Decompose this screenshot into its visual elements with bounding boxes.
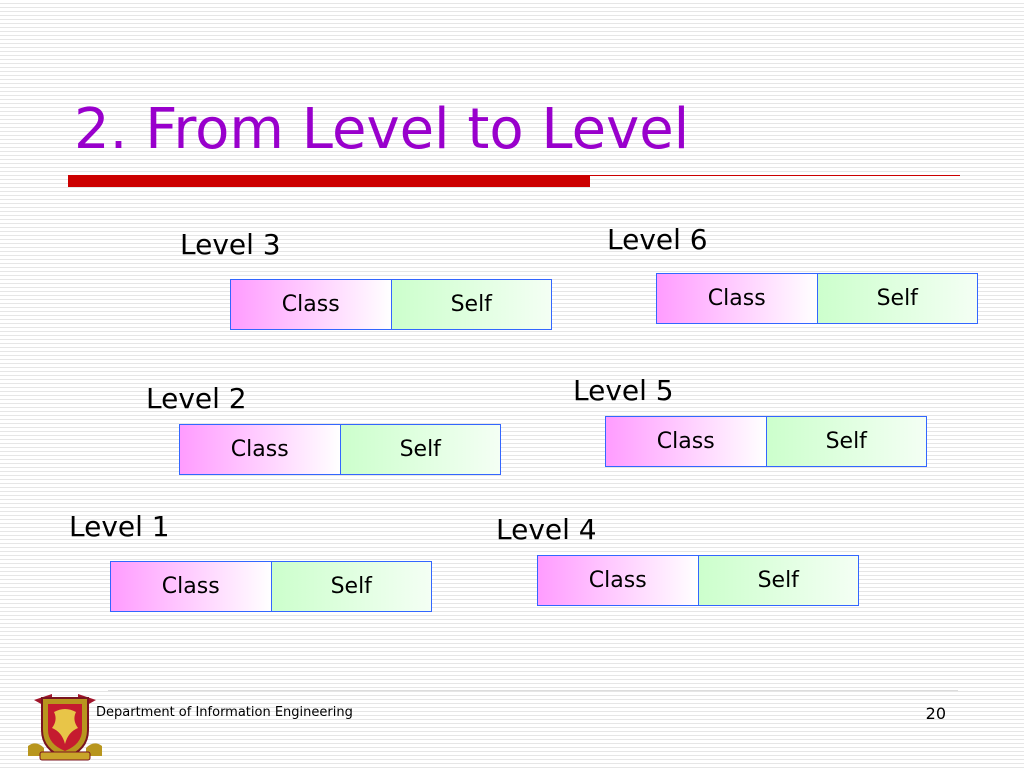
level-4-box: Class Self <box>537 555 859 606</box>
level-1-label: Level 1 <box>69 510 170 543</box>
level-1-class-cell: Class <box>111 562 272 611</box>
level-3-box: Class Self <box>230 279 552 330</box>
level-4-class-cell: Class <box>538 556 699 605</box>
page-number: 20 <box>925 704 946 723</box>
level-4-label: Level 4 <box>496 513 597 546</box>
level-6-box: Class Self <box>656 273 978 324</box>
level-2-self-cell: Self <box>340 425 500 474</box>
level-5-box: Class Self <box>605 416 927 467</box>
level-6-class-cell: Class <box>657 274 818 323</box>
title-underline-thin <box>590 175 960 176</box>
level-2-class-cell: Class <box>180 425 341 474</box>
title-underline-thick <box>68 175 590 187</box>
level-1-self-cell: Self <box>271 562 431 611</box>
level-3-self-cell: Self <box>391 280 551 329</box>
level-3-label: Level 3 <box>180 228 281 261</box>
university-crest-logo <box>28 694 102 761</box>
slide-title: 2. From Level to Level <box>74 97 690 162</box>
level-2-box: Class Self <box>179 424 501 475</box>
footer-department: Department of Information Engineering <box>96 705 353 720</box>
level-5-class-cell: Class <box>606 417 767 466</box>
level-3-class-cell: Class <box>231 280 392 329</box>
level-5-label: Level 5 <box>573 374 674 407</box>
level-6-self-cell: Self <box>817 274 977 323</box>
level-5-self-cell: Self <box>766 417 926 466</box>
level-6-label: Level 6 <box>607 223 708 256</box>
level-4-self-cell: Self <box>698 556 858 605</box>
level-1-box: Class Self <box>110 561 432 612</box>
footer-divider <box>108 690 958 691</box>
level-2-label: Level 2 <box>146 382 247 415</box>
